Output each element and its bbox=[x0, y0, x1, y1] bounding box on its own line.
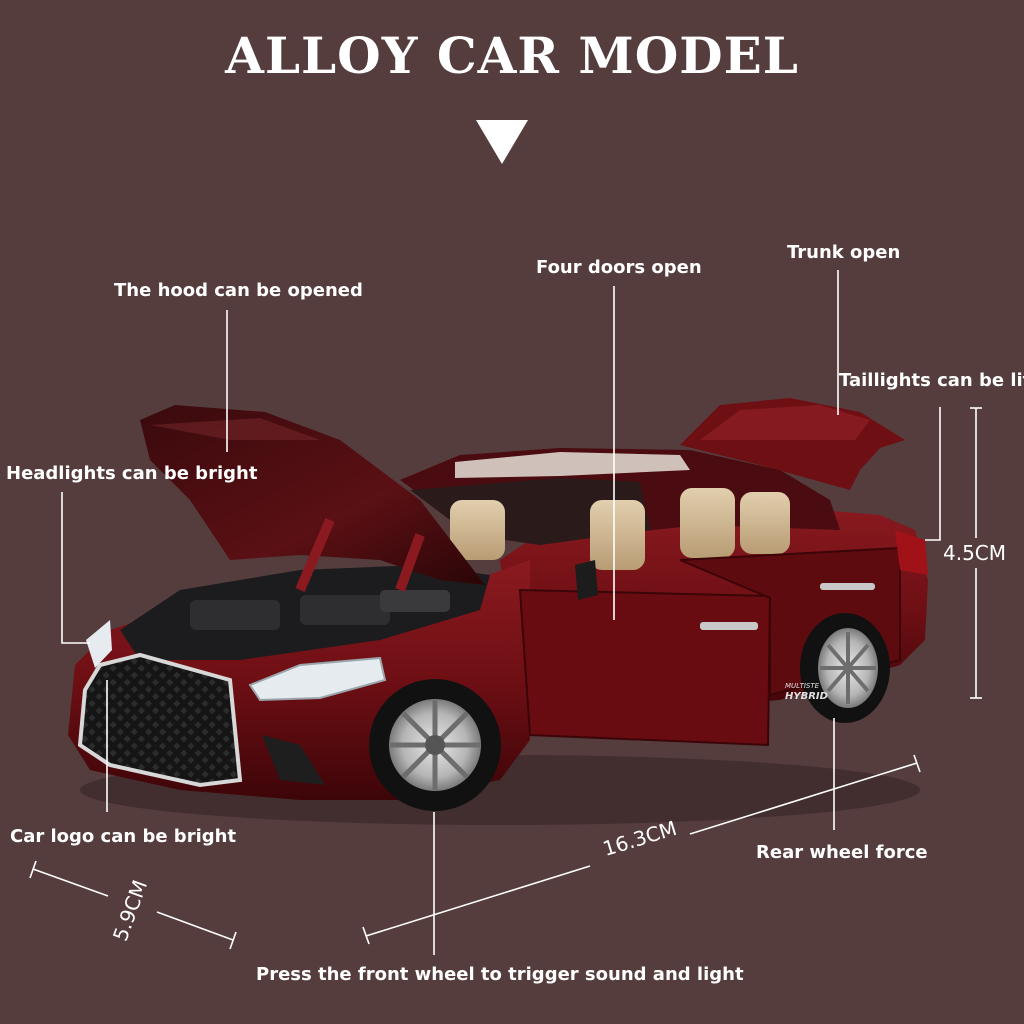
logo-label: Car logo can be bright bbox=[10, 826, 237, 847]
taillights-label: Taillights can be lit bbox=[839, 370, 1024, 391]
trunk-label: Trunk open bbox=[787, 242, 901, 263]
headlights-label: Headlights can be bright bbox=[6, 463, 258, 484]
dimension-lines bbox=[29, 407, 982, 950]
front-wheel-label: Press the front wheel to trigger sound a… bbox=[256, 964, 744, 985]
hood-label: The hood can be opened bbox=[114, 280, 363, 301]
rear-seat bbox=[680, 488, 735, 558]
rear-seat-2 bbox=[740, 492, 790, 554]
headlight-left bbox=[86, 620, 112, 668]
front-seat-2 bbox=[590, 500, 645, 570]
front-seat bbox=[450, 500, 505, 560]
page-title: ALLOY CAR MODEL bbox=[225, 26, 799, 85]
taillight bbox=[895, 530, 928, 575]
car-grille bbox=[77, 652, 243, 788]
height-dimension: 4.5CM bbox=[943, 541, 1007, 565]
sunroof bbox=[455, 452, 690, 478]
side-mirror bbox=[575, 560, 598, 600]
badge-line1: MULTISTE bbox=[785, 682, 820, 690]
callout-lines bbox=[61, 270, 941, 955]
doors-label: Four doors open bbox=[536, 257, 702, 278]
front-door bbox=[518, 588, 772, 747]
rear-wheel-label: Rear wheel force bbox=[756, 842, 928, 863]
badge-line2: HYBRID bbox=[785, 691, 828, 702]
headlight bbox=[248, 656, 387, 702]
down-arrow-icon bbox=[476, 120, 528, 164]
